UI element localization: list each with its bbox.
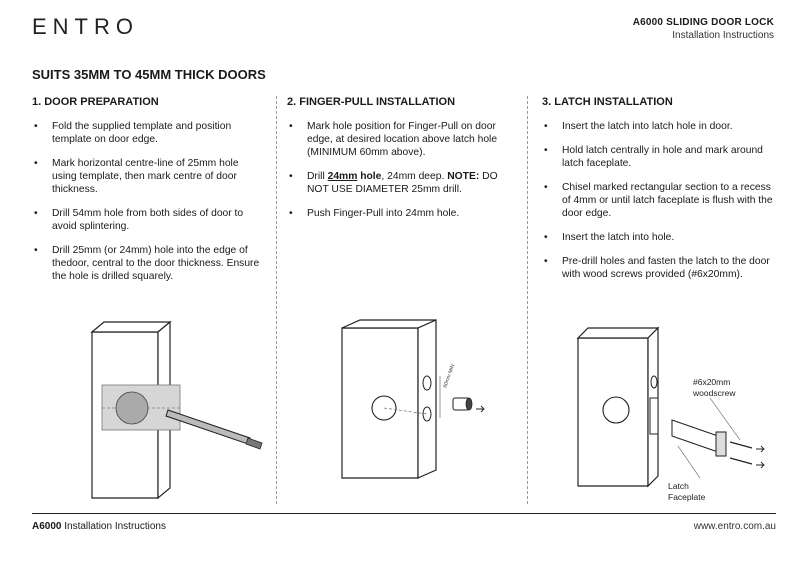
emphasis-size: 24mm <box>327 171 358 182</box>
list-item: Pre-drill holes and fasten the latch to … <box>542 255 774 281</box>
latch-installation-illustration: #6x20mm woodscrew Latch Faceplate <box>576 326 765 502</box>
section-title: 3. LATCH INSTALLATION <box>542 96 673 108</box>
footer-label: Installation Instructions <box>61 521 166 532</box>
section-finger-pull: 2. FINGER-PULL INSTALLATION Mark hole po… <box>287 96 519 231</box>
list-item: Hold latch centrally in hole and mark ar… <box>542 144 774 170</box>
section-door-preparation: 1. DOOR PREPARATION Fold the supplied te… <box>32 96 264 294</box>
callout-screw-size: #6x20mm <box>693 377 730 387</box>
column-divider <box>527 96 528 504</box>
list-item: Insert the latch into latch hole in door… <box>542 120 774 133</box>
footer-left: A6000 Installation Instructions <box>32 521 166 532</box>
section-title: 1. DOOR PREPARATION <box>32 96 159 108</box>
dimension-label: 60mm MIN <box>442 363 456 388</box>
column-divider <box>276 96 277 504</box>
callout-screw-type: woodscrew <box>692 388 736 398</box>
document-header: A6000 SLIDING DOOR LOCK Installation Ins… <box>633 17 774 41</box>
section-title: 2. FINGER-PULL INSTALLATION <box>287 96 456 108</box>
header-subtitle: Installation Instructions <box>672 30 774 41</box>
finger-pull-illustration: 60mm MIN <box>341 319 485 479</box>
callout-latch: Latch <box>668 481 689 491</box>
footer-url[interactable]: www.entro.com.au <box>693 521 776 532</box>
product-title: A6000 SLIDING DOOR LOCK <box>632 17 774 28</box>
section-latch-installation: 3. LATCH INSTALLATION Insert the latch i… <box>542 96 774 292</box>
step-list: Mark hole position for Finger-Pull on do… <box>287 120 519 220</box>
step-list: Insert the latch into latch hole in door… <box>542 120 774 281</box>
list-item: Fold the supplied template and position … <box>32 120 264 146</box>
callout-faceplate: Faceplate <box>668 492 706 502</box>
brand-logo: ENTRO <box>32 14 139 39</box>
door-preparation-illustration <box>90 320 263 500</box>
page-title: SUITS 35MM TO 45MM THICK DOORS <box>32 67 266 82</box>
list-item: Drill 54mm hole from both sides of door … <box>32 207 264 233</box>
list-item: Mark hole position for Finger-Pull on do… <box>287 120 519 159</box>
step-list: Fold the supplied template and position … <box>32 120 264 283</box>
footer-model: A6000 <box>32 521 62 532</box>
note-label: NOTE: <box>447 171 480 182</box>
list-item: Push Finger-Pull into 24mm hole. <box>287 207 519 220</box>
list-item: Chisel marked rectangular section to a r… <box>542 181 774 220</box>
list-item: Drill 24mm hole, 24mm deep. NOTE: DO NOT… <box>287 170 519 196</box>
list-item: Insert the latch into hole. <box>542 231 774 244</box>
footer-divider <box>32 513 776 514</box>
list-item: Drill 25mm (or 24mm) hole into the edge … <box>32 244 264 283</box>
list-item: Mark horizontal centre-line of 25mm hole… <box>32 157 264 196</box>
